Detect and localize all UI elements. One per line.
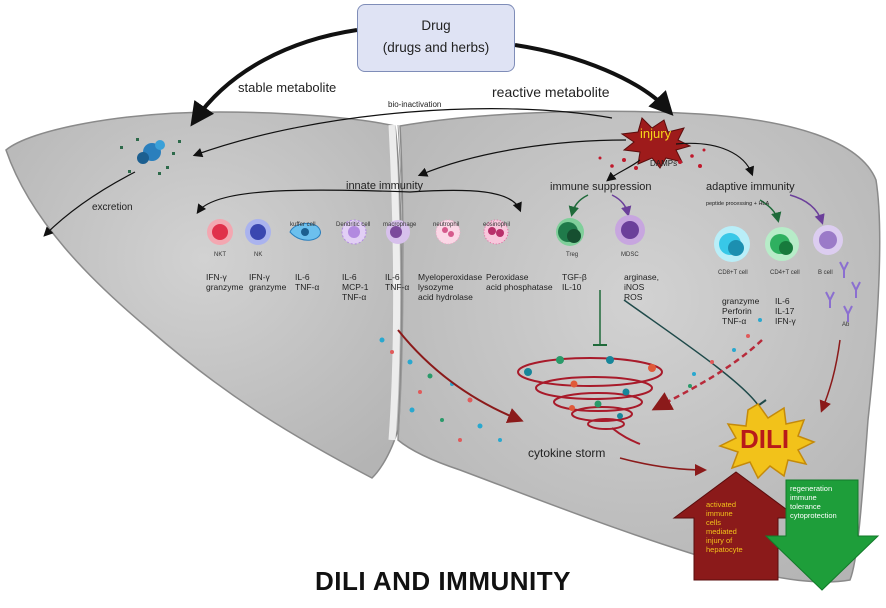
innate-left-arrow (196, 189, 411, 214)
metabolite-cluster-icon (120, 138, 181, 175)
dendritic-cytokines: IL-6 MCP-1 TNF-α (342, 272, 369, 302)
cytokine-storm-spiral (517, 357, 663, 445)
nkt-cell-name: NKT (214, 252, 226, 258)
neutrophil-icon (435, 219, 461, 245)
stable-metabolite-arrow (190, 28, 358, 127)
nkt-cytokines: IFN-γ granzyme (206, 272, 244, 292)
damps-dots (598, 148, 706, 170)
innate-to-storm-arrow (397, 329, 524, 423)
kuffer-cell-icon (289, 223, 321, 241)
red-up-arrow (672, 471, 800, 581)
injury-label: injury (640, 126, 672, 141)
drug-box: Drug (drugs and herbs) (357, 4, 515, 72)
to-bcell-arrow (789, 194, 825, 225)
cd4-t-cell-icon (765, 227, 799, 261)
green-down-arrow (764, 479, 880, 591)
dendritic-cell-name: Dendritic cell (336, 222, 371, 228)
falciform-ligament (388, 124, 401, 441)
reactive-metabolite-arrow (514, 43, 674, 116)
drug-label: Drug (421, 18, 451, 33)
neutrophil-cytokines: Myeloperoxidase lysozyme acid hydrolase (418, 272, 483, 302)
mdsc-name: MDSC (621, 252, 639, 258)
injury-to-suppression-arrow (606, 159, 641, 182)
bio-inactivation-label: bio-inactivation (388, 100, 442, 109)
to-treg-arrow (568, 194, 589, 217)
macrophage-name: macrophage (383, 222, 417, 228)
neutrophil-name: neutrophil (433, 222, 460, 228)
bio-inactivation-arrow (192, 108, 613, 158)
eosinophil-cytokines: Peroxidase acid phosphatase (486, 272, 553, 292)
stable-metabolite-label: stable metabolite (238, 80, 337, 95)
kuffer-cell-name: kuffer cell (290, 222, 316, 228)
excretion-arrow (43, 171, 136, 237)
cd4-cell-name: CD4+T cell (770, 270, 800, 276)
peptide-processing-label: peptide processing + HLA (706, 201, 770, 207)
eosinophil-icon (483, 219, 509, 245)
bcell-to-dili-arrow (819, 339, 841, 413)
b-cell-name: B cell (818, 270, 833, 276)
drug-sub-label: (drugs and herbs) (382, 40, 490, 55)
mdsc-cell-icon (615, 215, 645, 245)
macrophage-cytokines: IL-6 TNF-α (385, 272, 410, 292)
to-cd4-arrow (759, 199, 782, 223)
antibody-label: Ab (842, 322, 850, 328)
green-arrow-text: regeneration immune tolerance cytoprotec… (790, 484, 837, 520)
nk-cell-icon (245, 219, 271, 245)
storm-to-dili-arrow (619, 457, 707, 476)
treg-name: Treg (566, 252, 579, 258)
injury-to-adaptive-arrow (675, 142, 755, 177)
immune-suppression-label: immune suppression (550, 181, 652, 193)
b-cell-icon (813, 225, 843, 255)
figure-title: DILI AND IMMUNITY (315, 566, 571, 596)
excretion-label: excretion (92, 202, 133, 213)
injury-to-innate-arrow (417, 139, 627, 177)
to-mdsc-arrow (611, 194, 632, 217)
treg-cell-icon (556, 218, 584, 246)
red-arrow-text: activated immune cells mediated injury o… (706, 500, 743, 554)
mdsc-cytokines: arginase, iNOS ROS (624, 272, 659, 302)
innate-right-arrow (409, 189, 522, 213)
kuffer-cytokines: IL-6 TNF-α (295, 272, 320, 292)
innate-cytokine-dots (379, 337, 502, 442)
nkt-cell-icon (207, 219, 233, 245)
treg-cytokines: TGF-β IL-10 (562, 272, 587, 292)
macrophage-icon (386, 220, 410, 244)
innate-immunity-label: innate immunity (346, 180, 424, 192)
eosinophil-name: eosinophil (483, 222, 511, 228)
nk-cytokines: IFN-γ granzyme (249, 272, 287, 292)
adaptive-to-storm-arrow (651, 339, 763, 411)
dili-burst (718, 403, 816, 480)
cd8-cytokines: granzyme Perforin TNF-α (722, 296, 760, 326)
cd4-cytokines: IL-6 IL-17 IFN-γ (775, 296, 796, 326)
injury-burst (620, 117, 692, 169)
nk-cell-name: NK (254, 252, 263, 258)
cd8-t-cell-icon (714, 226, 750, 262)
cytokine-storm-dots (524, 356, 656, 419)
dili-label: DILI (740, 424, 790, 454)
cd8-cell-name: CD8+T cell (718, 270, 748, 276)
damps-label: DAMPs (650, 159, 678, 168)
adaptive-cytokine-dots (688, 318, 762, 388)
reactive-metabolite-label: reactive metabolite (492, 84, 610, 100)
antibody-icon (825, 261, 861, 322)
adaptive-immunity-label: adaptive immunity (706, 181, 795, 193)
cytokine-storm-label: cytokine storm (528, 446, 606, 460)
dendritic-cell-icon (341, 219, 367, 245)
mdsc-inhibition-line (623, 299, 759, 406)
